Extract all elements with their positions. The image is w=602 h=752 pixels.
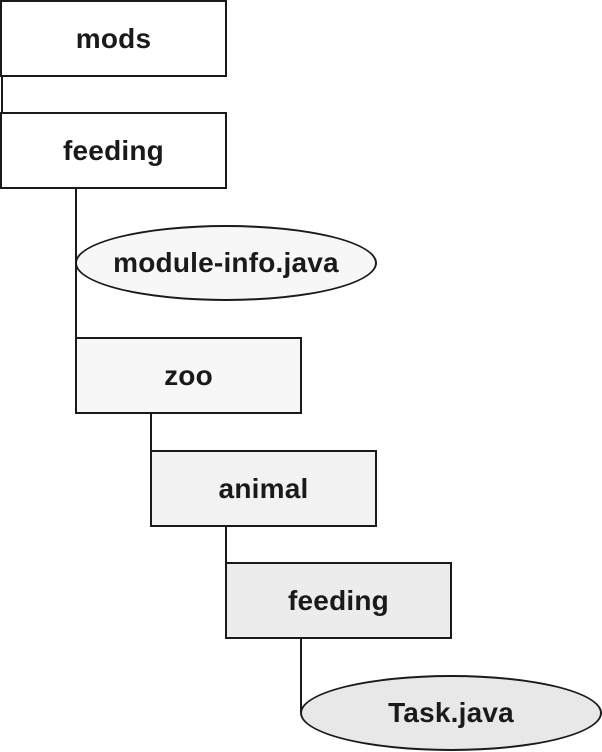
folder-animal: animal: [150, 450, 377, 527]
file-module-info-java: module-info.java: [75, 225, 377, 301]
folder-feeding-package: feeding: [225, 562, 452, 639]
folder-mods: mods: [0, 0, 227, 77]
connector-feeding-task: [300, 637, 302, 712]
connector-animal-feeding: [225, 525, 227, 563]
connector-zoo-animal: [150, 412, 152, 450]
folder-zoo: zoo: [75, 337, 302, 414]
file-task-java: Task.java: [300, 675, 602, 751]
connector-feeding-children: [75, 187, 77, 412]
folder-feeding-module: feeding: [0, 112, 227, 189]
connector-mods-feeding: [1, 75, 3, 113]
